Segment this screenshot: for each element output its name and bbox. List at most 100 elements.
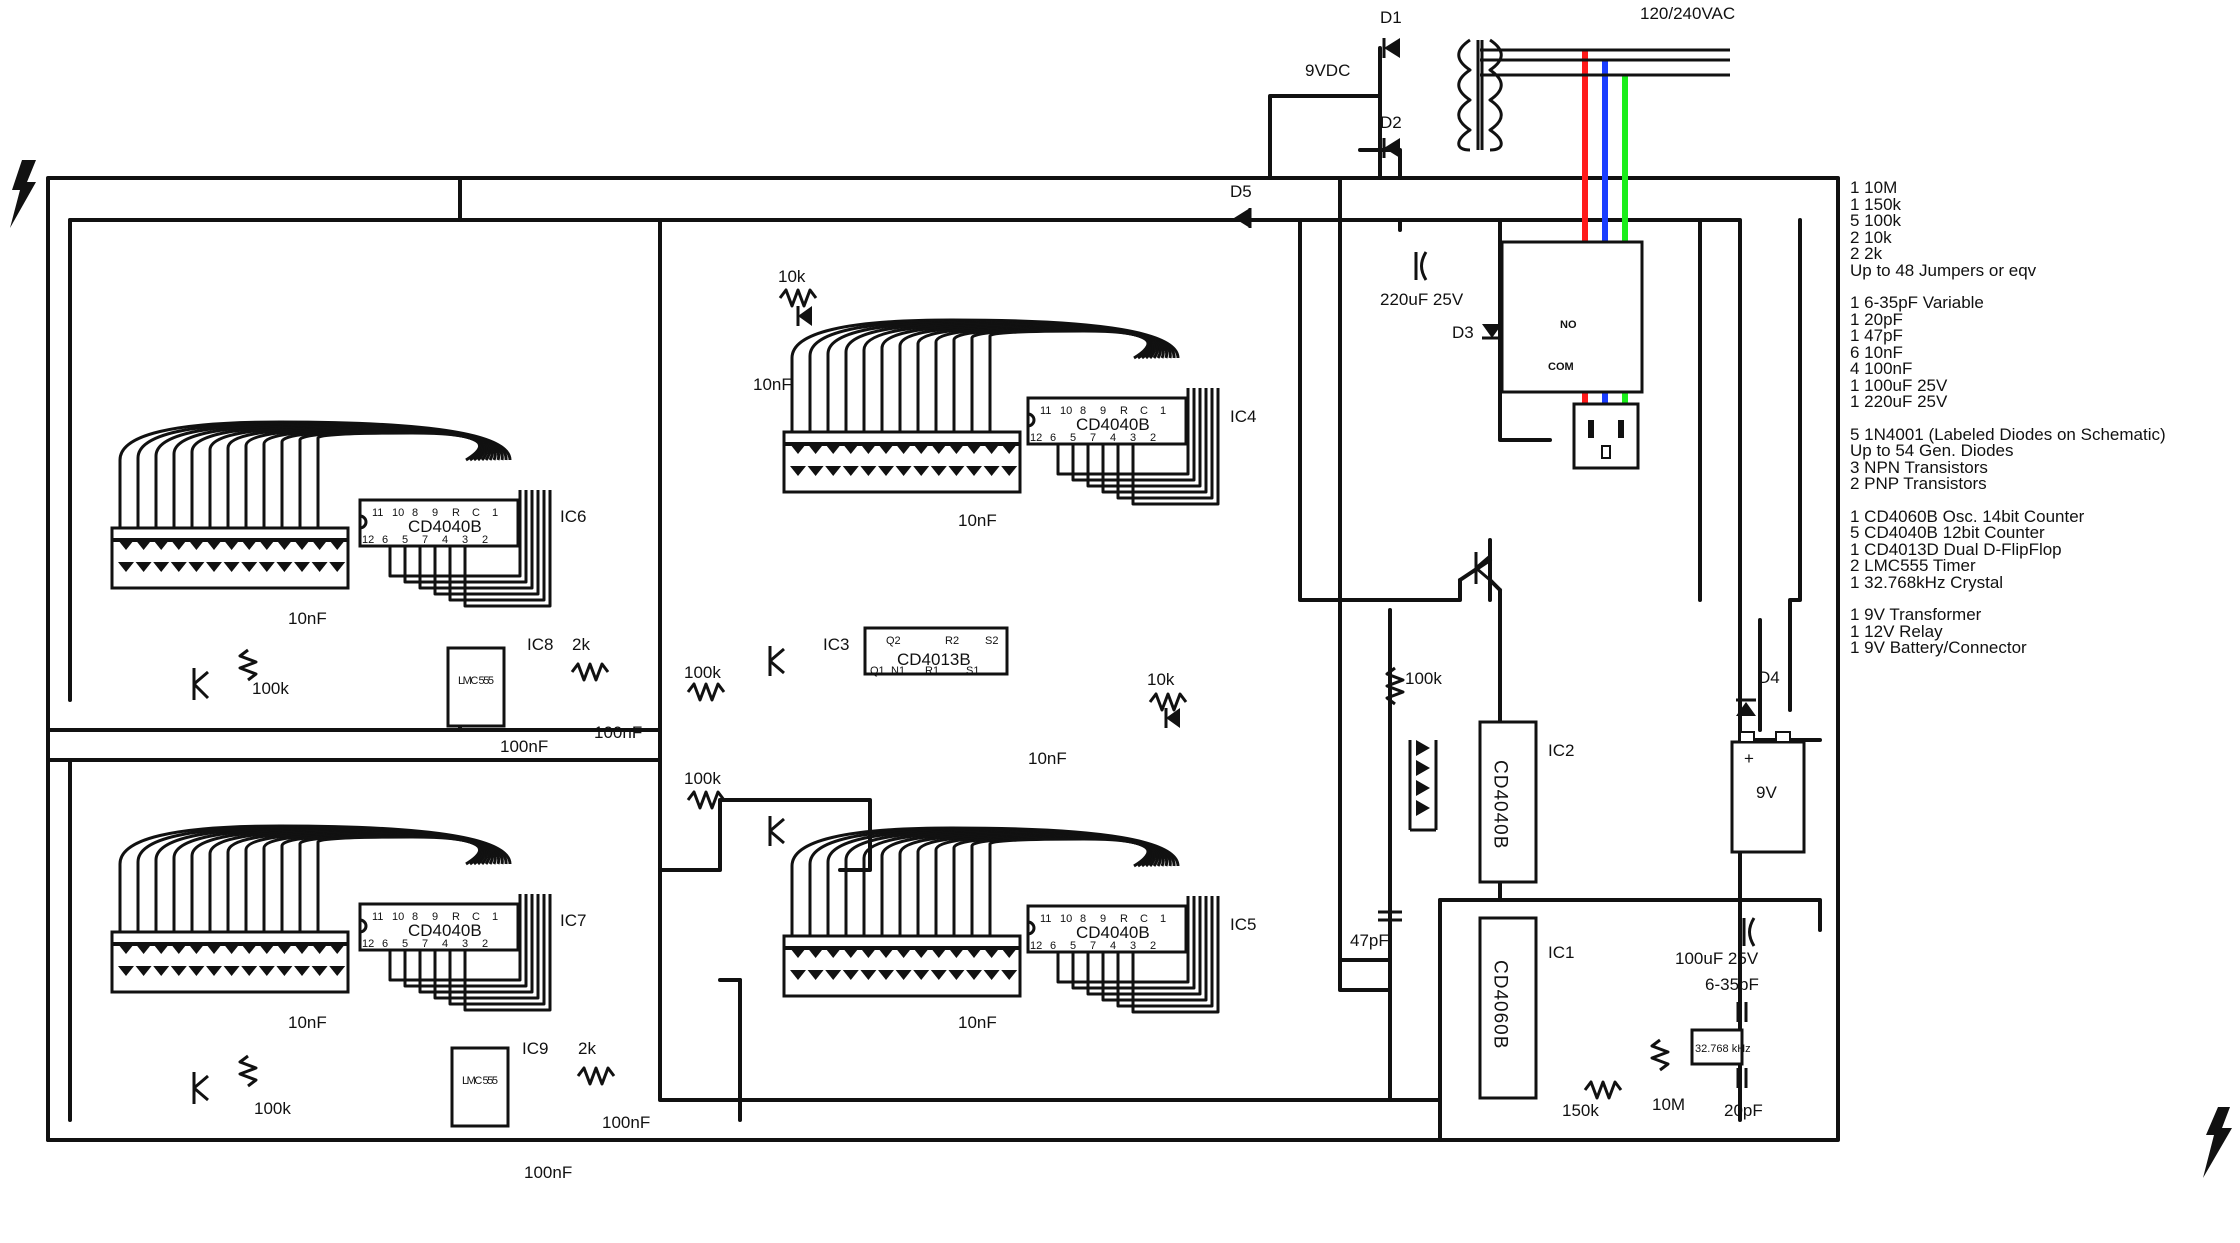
res-2k-ic8-label: 2k (572, 635, 590, 654)
counter-chip (1026, 904, 1188, 954)
ladder-diode (276, 562, 293, 572)
small-diodes (796, 306, 1180, 728)
bom-line: 1 CD4013D Dual D-FlipFlop (1850, 539, 2062, 559)
counter-pin-top: 8 (1080, 405, 1086, 417)
diode-ladder (110, 526, 350, 590)
ladder-diode (807, 948, 824, 958)
ladder-diode (258, 944, 275, 954)
relay-com-label: COM (1548, 361, 1574, 373)
trace (418, 894, 534, 994)
ic1-ref: IC1 (1548, 943, 1574, 962)
cap-100uf-label: 100uF 25V (1675, 949, 1759, 968)
bom-line: 1 150k (1850, 194, 1902, 214)
relay-no-label: NO (1560, 319, 1577, 331)
ladder-diode (311, 944, 328, 954)
bom-line: 1 20pF (1850, 309, 1903, 329)
counter-pin-bottom: 4 (1110, 940, 1116, 952)
ladder-diode (206, 944, 222, 954)
ladder-diode (807, 970, 824, 980)
ic3-ref: IC3 (823, 635, 849, 654)
trace (418, 490, 534, 590)
bom-line: 5 CD4040B 12bit Counter (1850, 523, 2045, 542)
ladder-diode (1001, 444, 1018, 454)
counter-pin-top: 11 (372, 911, 383, 923)
trace (388, 490, 522, 578)
counter-chip (358, 902, 520, 952)
ladder-diode (135, 562, 152, 572)
crystal-label: 32.768 kHz (1695, 1043, 1751, 1055)
counter-pin-top: R (1120, 913, 1128, 925)
ic9-chip: LMC 555 IC9 (450, 1039, 548, 1128)
ladder-diode (188, 966, 205, 976)
counter-pin-top: 11 (1040, 405, 1051, 417)
cap-100nf-ic9b-label: 100nF (524, 1163, 572, 1182)
ladder-diode (118, 562, 134, 572)
bom-line: 3 NPN Transistors (1850, 457, 1988, 477)
trace (988, 837, 1150, 936)
counter-pin-bottom: 7 (422, 534, 428, 546)
res-10m-label: 10M (1652, 1095, 1685, 1114)
counter-pin-bottom: 2 (1150, 940, 1156, 952)
counter-pin-top: 10 (392, 507, 404, 519)
cap-10nf-ic4-label: 10nF (958, 511, 997, 530)
bom-line: 1 9V Transformer (1850, 605, 1982, 624)
ladder-diode (258, 966, 275, 976)
counter-pin-bottom: 7 (422, 938, 428, 950)
counter-pin-bottom: 7 (1090, 432, 1096, 444)
bom-line: 1 32.768kHz Crystal (1850, 572, 2004, 592)
ladder-diode (825, 948, 842, 958)
counter-pin-top: C (472, 507, 480, 519)
res-100k-lower-label: 100k (684, 769, 721, 788)
ic8-chip: LMC 555 IC8 (446, 635, 553, 728)
trace (448, 894, 546, 1006)
ladder-diode (329, 966, 346, 976)
ladder-diode (276, 966, 293, 976)
ic7-part: CD4040B (408, 921, 482, 940)
ladder-diode (790, 444, 806, 454)
counter-pin-top: 11 (1040, 913, 1051, 925)
counter-pin-bottom: 12 (362, 938, 374, 950)
ladder-diode (135, 966, 152, 976)
trace (448, 490, 546, 602)
lightning-bolt-icon (10, 160, 36, 228)
cap-10nf-mid-label: 10nF (1028, 749, 1067, 768)
counter-pin-bottom: 6 (382, 534, 388, 546)
res-150k-label: 150k (1562, 1101, 1599, 1120)
bom-line: 1 CD4060B Osc. 14bit Counter (1850, 506, 2085, 526)
ic5-ref: IC5 (1230, 915, 1256, 934)
ladder-diode (223, 966, 240, 976)
counter-pin-top: 9 (432, 507, 438, 519)
ic2-ref: IC2 (1548, 741, 1574, 760)
d4-label: D4 (1758, 668, 1780, 687)
ladder-diode (118, 966, 134, 976)
counter-pin-bottom: 2 (1150, 432, 1156, 444)
ic7-ref: IC7 (560, 911, 586, 930)
ladder-diode (311, 966, 328, 976)
counter-pin-bottom: 12 (362, 534, 374, 546)
ic4-part: CD4040B (1076, 415, 1150, 434)
ladder-diode (860, 970, 877, 980)
ladder-diode (170, 944, 187, 954)
ladder-diode (983, 948, 1000, 958)
counter-pin-top: 10 (1060, 405, 1072, 417)
ladder-diode (860, 948, 877, 958)
ladder-diode (241, 540, 258, 550)
ladder-diode (930, 970, 947, 980)
ladder-diode (329, 562, 346, 572)
ic1-part: CD4060B (1490, 960, 1511, 1049)
trace (1116, 388, 1214, 500)
counter-pin-top: 10 (1060, 913, 1072, 925)
counter-pin-top: 1 (492, 507, 498, 519)
counter-pin-bottom: 5 (402, 938, 408, 950)
counter-pin-top: 9 (1100, 405, 1106, 417)
ladder-diode (223, 540, 240, 550)
cap-220uf: 220uF 25V (1380, 251, 1464, 309)
diode-d1: D1 (1380, 8, 1402, 58)
ladder-diode (878, 444, 894, 454)
res-100k-ic6-label: 100k (252, 679, 289, 698)
counter-pin-bottom: 6 (1050, 432, 1056, 444)
bom-line: 2 10k (1850, 227, 1892, 247)
ladder-diode (842, 466, 859, 476)
